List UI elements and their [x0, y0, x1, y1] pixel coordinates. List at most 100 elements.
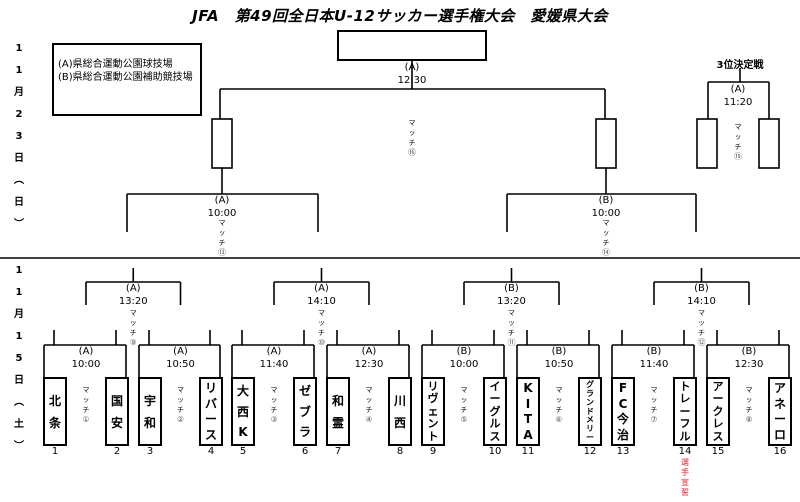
team-name-char: ー	[773, 412, 786, 426]
team-name-char: ア	[712, 380, 724, 393]
match-label-char: ッ	[218, 229, 226, 237]
venue-legend: (A)県総合運動公園球技場 (B)県総合運動公園補助競技場	[52, 43, 202, 116]
match-number: ⑭	[602, 248, 610, 257]
team-name-6: ゼブラ	[294, 381, 316, 443]
team-name-char: T	[523, 412, 533, 426]
team-seed-6: 6	[301, 446, 309, 457]
date-char: ︶	[14, 219, 24, 230]
team-seed-13: 13	[616, 446, 630, 457]
team-name-char: レ	[712, 417, 724, 431]
team-name-char: ト	[679, 380, 691, 393]
team-name-2: 国安	[106, 390, 128, 434]
team-seed-14: 14	[678, 446, 692, 457]
team-box-8	[388, 377, 412, 446]
team-seed-9: 9	[429, 446, 437, 457]
team-name-char: A	[523, 427, 533, 442]
team-name-char: 和	[143, 416, 156, 430]
match-number: ④	[365, 415, 373, 424]
team-seed-16: 16	[773, 446, 787, 457]
team-box-1	[43, 377, 67, 446]
team-box-2	[105, 377, 129, 446]
date-char: ︵	[14, 175, 24, 186]
quarter-4-time: 14:10	[687, 296, 716, 307]
team-name-7: 和霊	[327, 390, 349, 434]
round1-match-4-venue: (A)	[361, 346, 377, 357]
date-char: 5	[15, 353, 23, 364]
match-label-char: マ	[270, 386, 278, 394]
team-name-char: グ	[489, 404, 501, 418]
match-label-char: チ	[129, 329, 137, 337]
date-char: 1	[15, 265, 23, 276]
date-char: 2	[15, 109, 23, 120]
team-seed-5: 5	[239, 446, 247, 457]
team-name-char: 和	[331, 394, 344, 408]
team-name-char: フ	[679, 417, 691, 431]
match-label-char: チ	[698, 329, 705, 337]
match-label-char: マ	[408, 119, 416, 127]
team-name-15: アークレス	[707, 380, 729, 443]
quarter-4-venue: (B)	[694, 283, 709, 294]
round1-match-3-time: 11:40	[259, 359, 289, 370]
oath-char: 宣	[681, 478, 689, 487]
match-label-char: ッ	[318, 319, 325, 327]
venue-a-label: (A)県総合運動公園球技場	[58, 59, 173, 70]
team-name-char: 治	[616, 427, 629, 442]
match-number: ①	[82, 415, 90, 424]
match-label-char: マ	[508, 309, 515, 317]
semi-2-time: 10:00	[591, 208, 621, 219]
match-label-char: チ	[734, 143, 742, 151]
match-label-char: マ	[318, 309, 325, 317]
date-char: ︶	[14, 441, 24, 452]
match-number: ⑫	[697, 338, 706, 347]
team-box-16	[768, 377, 792, 446]
team-name-char: レ	[679, 392, 691, 406]
round1-match-6-venue: (B)	[551, 346, 567, 357]
date-char: 日	[14, 153, 24, 164]
date-char: 3	[15, 131, 23, 142]
final-venue: (A)	[404, 62, 420, 73]
team-name-char: I	[525, 396, 531, 411]
team-name-char: ル	[679, 429, 691, 443]
team-name-char: 霊	[331, 416, 344, 430]
round1-match-7-time: 11:40	[639, 359, 669, 370]
match-label-char: チ	[365, 406, 373, 414]
date-char: 1	[15, 65, 23, 76]
match-label-char: マ	[177, 386, 184, 394]
team-name-char: ェ	[427, 404, 439, 418]
match-label-char: マ	[734, 123, 742, 131]
team-name-char: ド	[586, 406, 594, 416]
team-name-char: ラ	[298, 425, 311, 440]
match-label-char: チ	[218, 239, 226, 247]
match-label-char: マ	[555, 386, 563, 394]
third-place-title: 3位決定戦	[716, 60, 764, 71]
date-char: 日	[14, 197, 24, 208]
team-name-char: 西	[393, 416, 406, 430]
match-number: ⑨	[129, 338, 137, 347]
team-name-char: 北	[48, 394, 61, 408]
team-name-char: ー	[204, 412, 217, 426]
team-name-char: ー	[712, 392, 724, 406]
date-char: 月	[14, 87, 24, 98]
team-box-14	[673, 377, 697, 446]
third-place-time: 11:20	[723, 97, 753, 108]
match-number: ⑮	[734, 152, 742, 161]
quarter-3-venue: (B)	[504, 283, 519, 294]
match-label-char: マ	[460, 386, 468, 394]
team-name-char: ー	[679, 404, 691, 418]
team-name-char: F	[618, 381, 628, 395]
final-time: 12:30	[397, 75, 427, 86]
match-number: ⑥	[555, 415, 563, 424]
team-name-char: 大	[236, 384, 249, 398]
team-box-7	[326, 377, 350, 446]
third-place-box-right	[758, 118, 780, 169]
